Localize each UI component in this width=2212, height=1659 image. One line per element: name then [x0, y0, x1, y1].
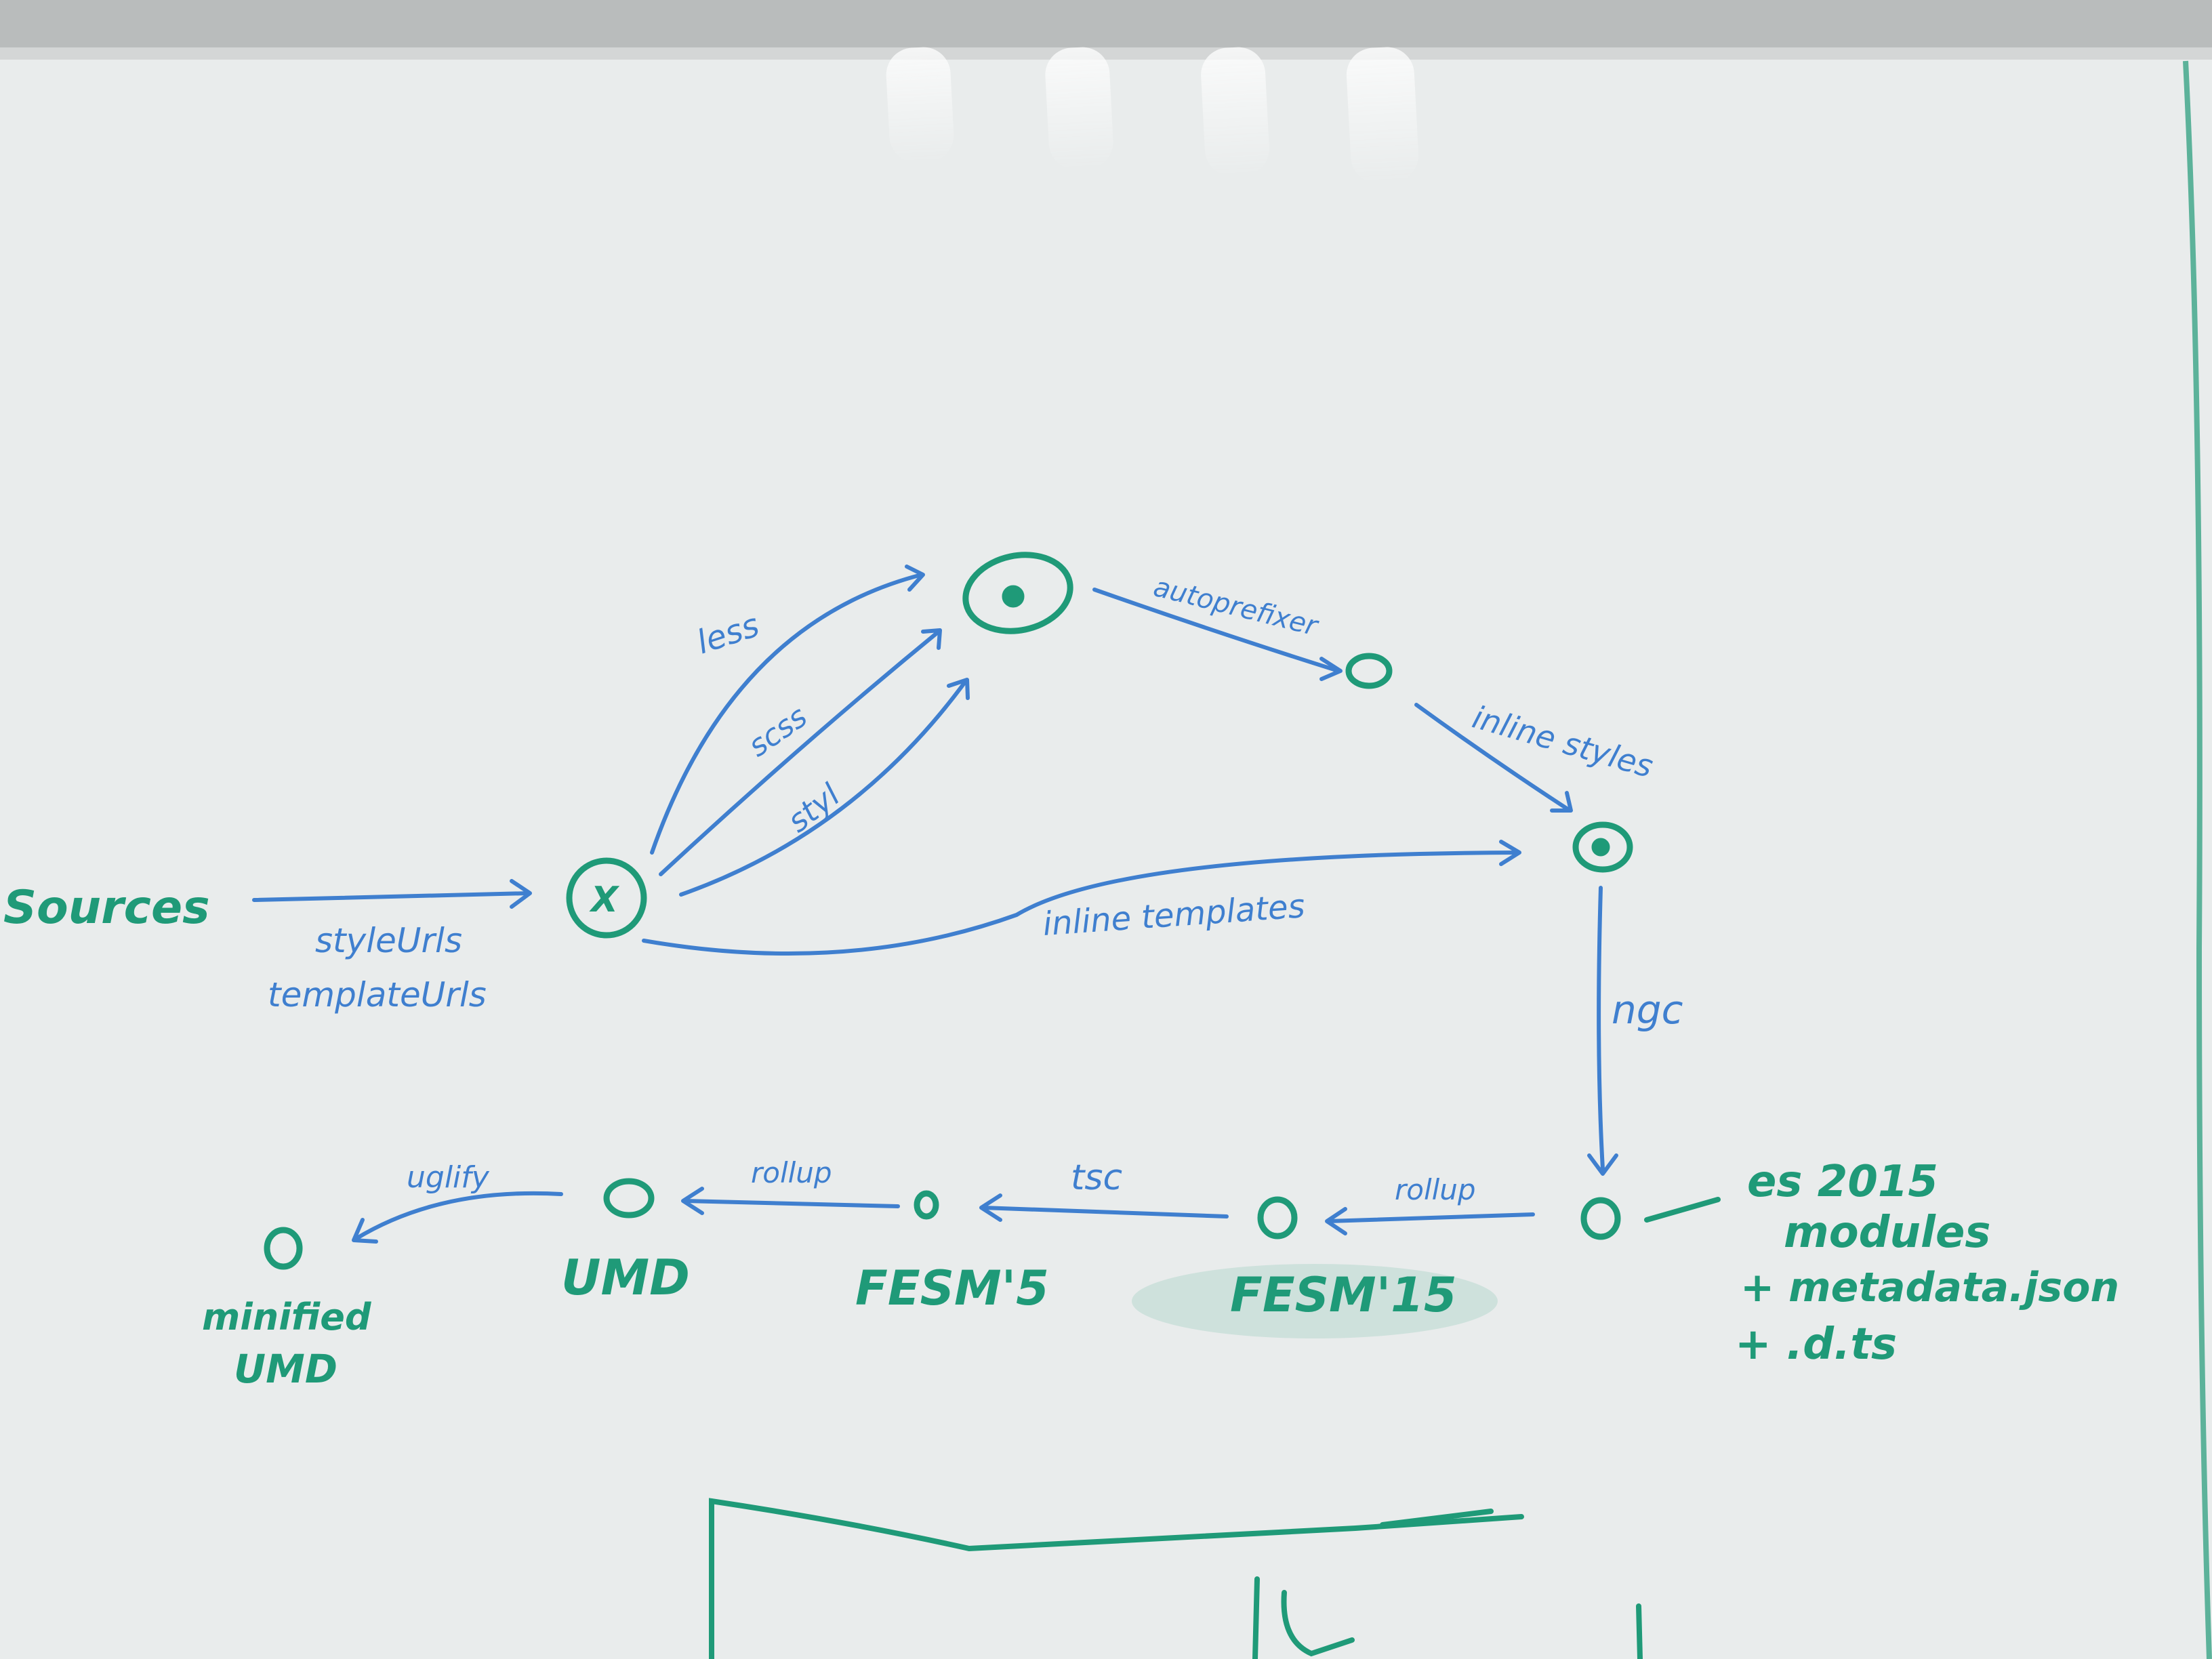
label-styleurls: styleUrls	[315, 921, 462, 960]
node-merge-dot	[1591, 838, 1610, 857]
label-ngc: ngc	[1612, 987, 1683, 1033]
board-top-ledge	[0, 47, 2212, 60]
arrowhead-uglify	[352, 1218, 378, 1244]
edge-less	[650, 573, 924, 855]
label-minified: minified	[202, 1296, 372, 1338]
node-autoprefixer	[1345, 653, 1393, 689]
label-sources: Sources	[3, 881, 210, 935]
edge-inline-templates	[642, 851, 1520, 956]
arrowhead-inline-styles	[1550, 791, 1573, 813]
label-rollup-es: rollup	[1395, 1173, 1476, 1206]
label-fesm15: FESM'15	[1230, 1267, 1457, 1323]
arrowhead-less	[905, 565, 925, 592]
label-es2015-line4: + .d.ts	[1735, 1319, 1897, 1370]
label-es2015-line1: es 2015	[1747, 1157, 1938, 1207]
node-minified	[264, 1227, 303, 1270]
edge-autoprefixer	[1092, 588, 1340, 673]
label-fesm5: FESM'5	[855, 1261, 1049, 1316]
label-rollup-umd: rollup	[751, 1156, 832, 1189]
node-style	[962, 552, 1073, 634]
label-umd: UMD	[561, 1249, 690, 1306]
label-uglify: uglify	[407, 1160, 490, 1195]
edge-ngc	[1597, 886, 1605, 1171]
node-style-dot	[1002, 585, 1025, 608]
erased-smudge	[1132, 1264, 1498, 1338]
arrowhead-ngc	[1587, 1153, 1618, 1176]
arrowhead-tsc	[979, 1193, 1002, 1222]
es2015-connector	[1644, 1197, 1721, 1223]
edge-inline-styles	[1414, 703, 1571, 812]
edge-rollup-umd	[682, 1199, 900, 1208]
node-fesm15	[1257, 1196, 1298, 1240]
node-merge	[1572, 821, 1633, 873]
edge-uglify	[354, 1191, 563, 1241]
node-x	[566, 857, 647, 939]
arrowhead-styl	[947, 678, 970, 700]
arrowhead-autoprefixer	[1319, 657, 1343, 681]
node-fesm5	[914, 1190, 939, 1220]
label-tsc: tsc	[1071, 1158, 1122, 1198]
edge-styl	[679, 679, 968, 897]
edge-sources-to-x	[252, 891, 531, 902]
board-edge-mark	[2183, 60, 2212, 1659]
partial-bottom-sketch	[709, 1498, 1643, 1659]
edge-scss	[659, 630, 941, 876]
label-es2015-line3: + metadata.json	[1740, 1264, 2119, 1311]
edge-tsc	[981, 1206, 1229, 1218]
label-templateurls: templateUrls	[268, 975, 487, 1015]
label-es2015-line2: modules	[1784, 1208, 1990, 1258]
arrowhead-inline-templates	[1499, 840, 1521, 866]
arrowhead-sources-x	[510, 879, 532, 909]
node-umd	[603, 1178, 655, 1218]
label-minified-umd: UMD	[234, 1346, 337, 1392]
light-reflections	[886, 47, 1419, 184]
arrowhead-rollup-es	[1325, 1207, 1347, 1235]
label-x-node: X	[589, 880, 620, 920]
edge-rollup-es	[1326, 1212, 1535, 1223]
node-es2015	[1580, 1197, 1621, 1240]
arrowhead-rollup-umd	[681, 1187, 704, 1215]
arrowhead-scss	[921, 628, 942, 650]
